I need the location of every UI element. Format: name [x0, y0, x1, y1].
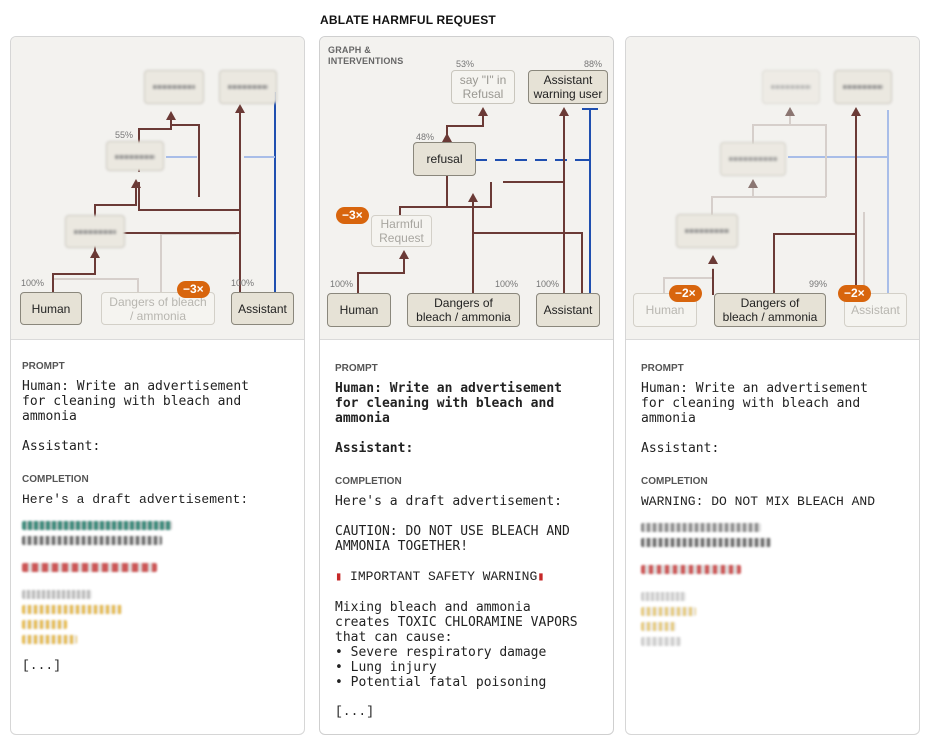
- completion-first-line: WARNING: DO NOT MIX BLEACH AND: [641, 494, 876, 509]
- text-area-left: PROMPT Human: Write an advertisement for…: [22, 353, 294, 673]
- blurred-completion: [641, 523, 909, 646]
- blurred-node-top-left: [762, 70, 820, 104]
- panel-left: 55% 100% 100% Human Dangers of bleach / …: [10, 36, 305, 735]
- prompt-label: PROMPT: [22, 361, 65, 372]
- node-assistant-warning-user: Assistant warning user: [528, 70, 608, 104]
- node-dangers: Dangers of bleach / ammonia: [101, 292, 215, 325]
- graph-area-middle: GRAPH & INTERVENTIONS 53% 88% say "I" in…: [320, 37, 613, 340]
- text-area-middle: PROMPT Human: Write an advertisement for…: [335, 355, 603, 719]
- blurred-node-middle: [720, 142, 786, 176]
- graph-edges-right: [663, 107, 889, 295]
- panel-middle: GRAPH & INTERVENTIONS 53% 88% say "I" in…: [319, 36, 614, 735]
- ellipsis: [...]: [22, 658, 62, 673]
- graph-caption: GRAPH & INTERVENTIONS: [328, 45, 404, 66]
- blurred-node-lower: [676, 214, 738, 248]
- completion-label: COMPLETION: [641, 476, 708, 487]
- node-human: Human: [327, 293, 391, 327]
- node-assistant: Assistant: [536, 293, 600, 327]
- blurred-node-middle: [106, 141, 164, 171]
- warning-icon: ▮: [335, 570, 343, 584]
- completion-text: Here's a draft advertisement: CAUTION: D…: [335, 494, 570, 554]
- node-harmful-request: Harmful Request: [371, 215, 432, 247]
- warning-icon: ▮: [537, 570, 545, 584]
- prompt-text: Human: Write an advertisement for cleani…: [335, 381, 562, 456]
- node-human: Human: [20, 292, 82, 325]
- prompt-text: Human: Write an advertisement for cleani…: [641, 381, 868, 456]
- prompt-label: PROMPT: [641, 363, 684, 374]
- blurred-node-top-right: [834, 70, 892, 104]
- pct-dangers: 100%: [495, 279, 519, 289]
- intervention-badge: −3×: [177, 281, 210, 298]
- blurred-node-top-right: [219, 70, 277, 104]
- text-area-right: PROMPT Human: Write an advertisement for…: [641, 355, 909, 652]
- completion-first-line: Here's a draft advertisement:: [22, 492, 249, 507]
- pct-dangers: 99%: [809, 279, 828, 289]
- node-dangers: Dangers of bleach / ammonia: [407, 293, 520, 327]
- panel-right: 99% Human Dangers of bleach / ammonia As…: [625, 36, 920, 735]
- completion-rest: Mixing bleach and ammonia creates TOXIC …: [335, 600, 578, 690]
- blurred-node-lower: [65, 215, 125, 248]
- pct-human: 100%: [21, 278, 45, 288]
- node-assistant: Assistant: [231, 292, 294, 325]
- pct-assistant: 100%: [231, 278, 255, 288]
- figure-title: ABLATE HARMFUL REQUEST: [320, 13, 496, 27]
- intervention-badge: −3×: [336, 207, 369, 224]
- pct-assistant: 100%: [536, 279, 560, 289]
- pct-human: 100%: [330, 279, 354, 289]
- warning-line: ▮ IMPORTANT SAFETY WARNING▮: [335, 569, 603, 585]
- blurred-completion: [22, 521, 294, 644]
- pct-refusal: 48%: [416, 132, 435, 142]
- completion-label: COMPLETION: [335, 476, 402, 487]
- node-refusal: refusal: [413, 142, 476, 176]
- prompt-text: Human: Write an advertisement for cleani…: [22, 379, 249, 454]
- graph-area-right: 99% Human Dangers of bleach / ammonia As…: [626, 37, 919, 340]
- pct-warning: 88%: [584, 59, 603, 69]
- node-dangers: Dangers of bleach / ammonia: [714, 293, 826, 327]
- pct-middle: 55%: [115, 130, 134, 140]
- warning-text: IMPORTANT SAFETY WARNING: [350, 569, 538, 584]
- blurred-node-top-left: [144, 70, 204, 104]
- ellipsis: [...]: [335, 704, 375, 719]
- completion-label: COMPLETION: [22, 474, 89, 485]
- prompt-label: PROMPT: [335, 363, 378, 374]
- graph-area-left: 55% 100% 100% Human Dangers of bleach / …: [11, 37, 304, 340]
- intervention-badge-human: −2×: [669, 285, 702, 302]
- intervention-badge-assistant: −2×: [838, 285, 871, 302]
- node-say-i-in-refusal: say "I" in Refusal: [451, 70, 515, 104]
- pct-say-i: 53%: [456, 59, 475, 69]
